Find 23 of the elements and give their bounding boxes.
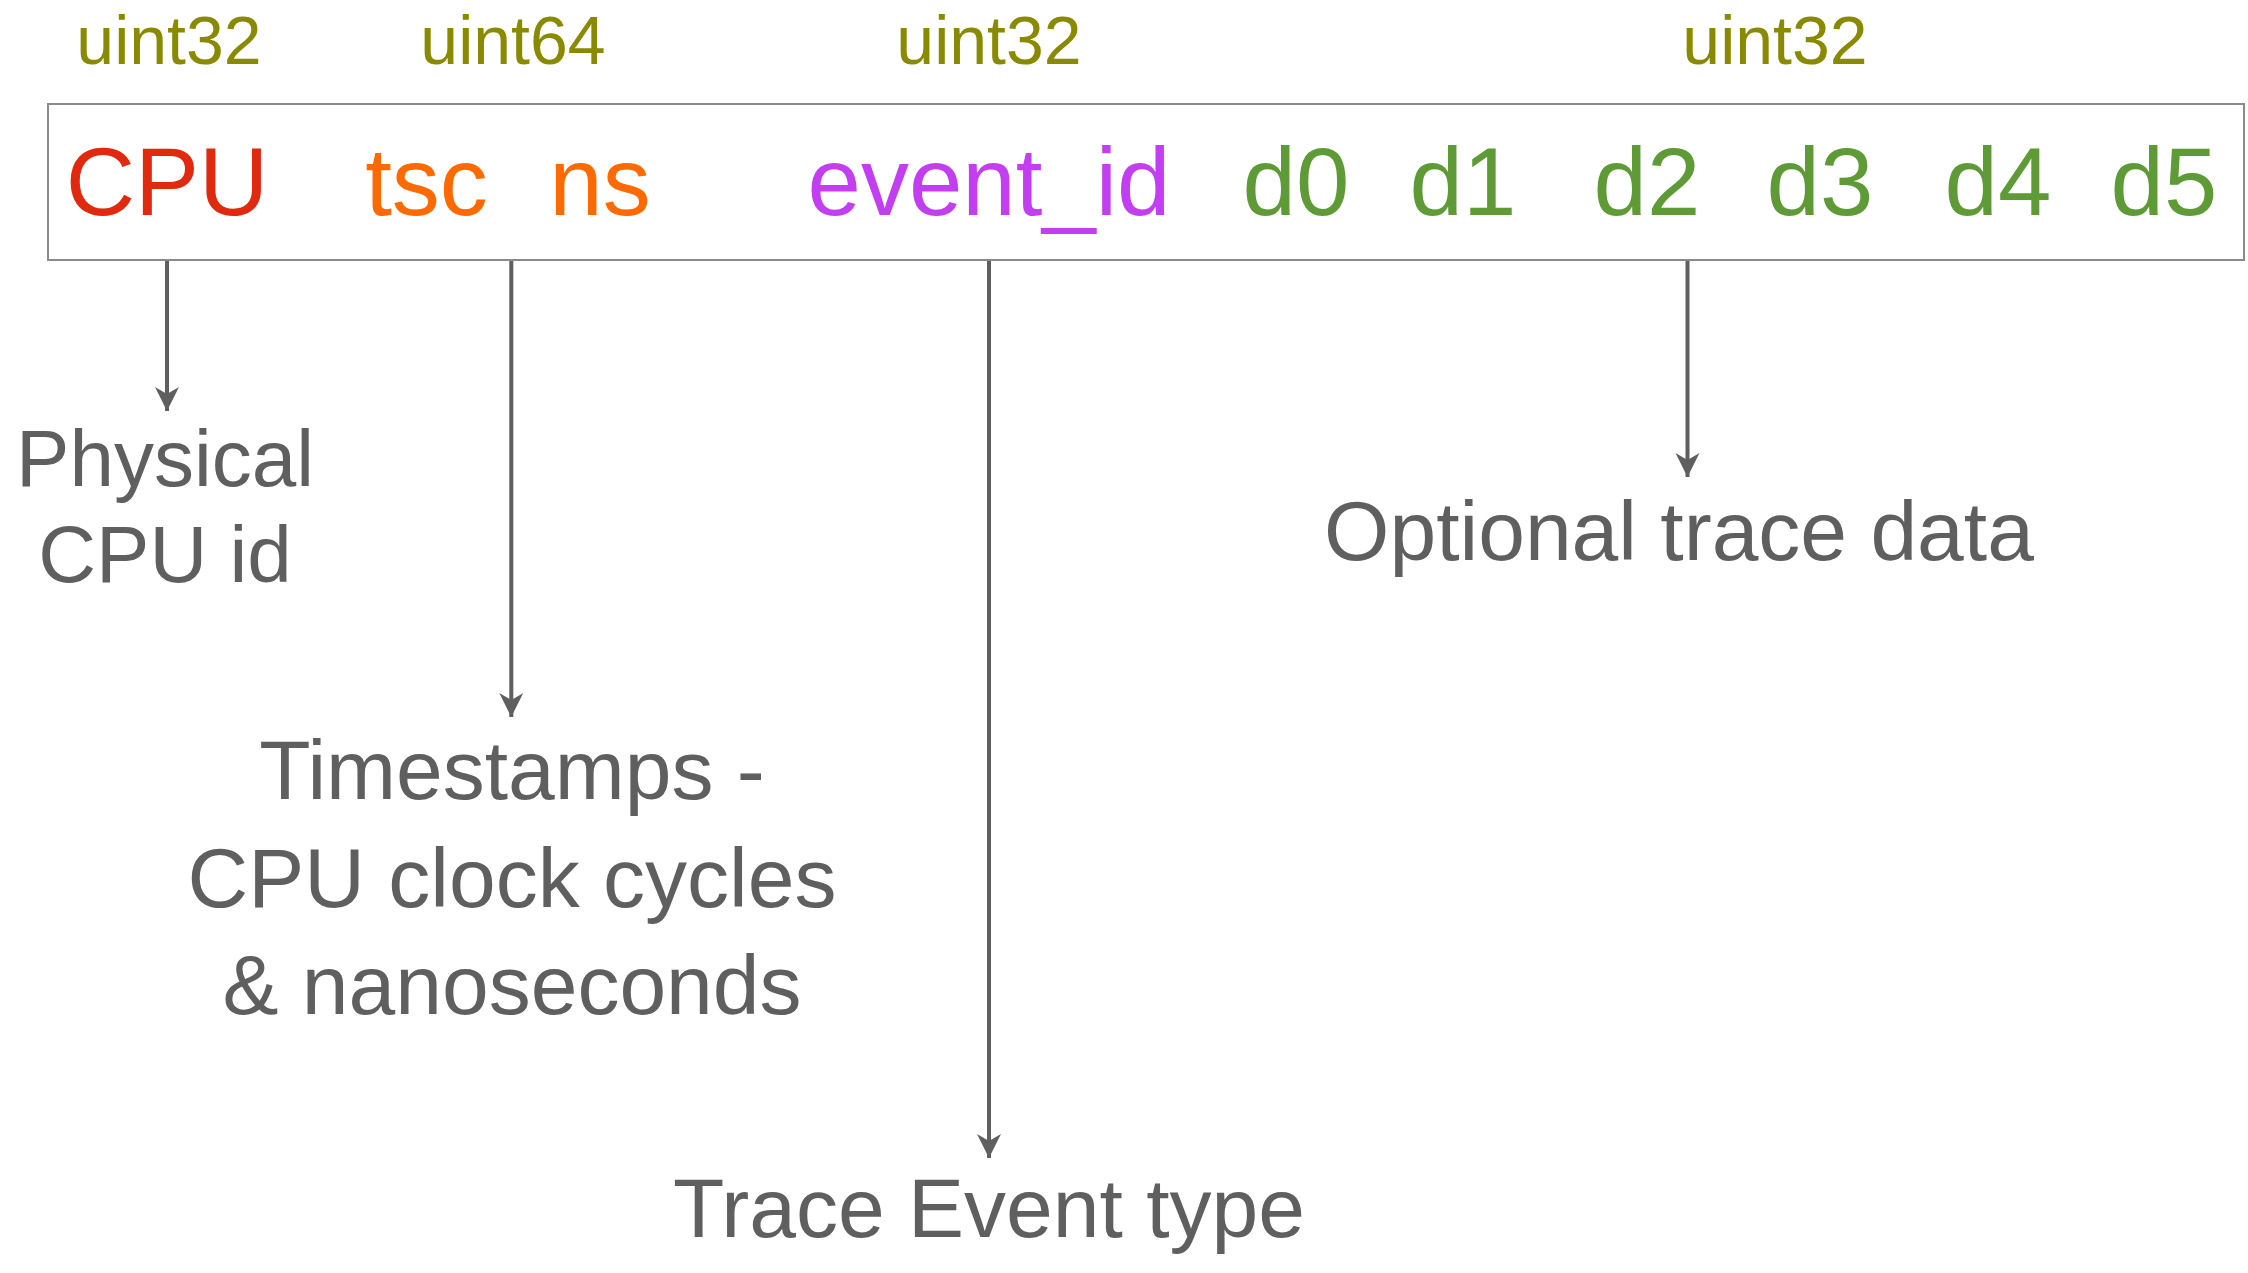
type-label: uint32 [895,1,1083,80]
record-box [47,103,2245,261]
description-text: Trace Event type [639,1158,1339,1259]
field-name: d4 [1923,105,2073,259]
description-text: Physical CPU id [10,411,320,603]
arrow [155,259,179,411]
field-name: CPU [57,105,277,259]
field-name: d1 [1388,105,1538,259]
field-name: d3 [1745,105,1895,259]
field-name: ns [513,105,687,259]
arrow [499,259,524,717]
field-name: tsc [340,105,513,259]
type-label: uint64 [419,1,607,80]
description-text: Timestamps - CPU clock cycles & nanoseconds [162,717,862,1040]
description-text: Optional trace data [1229,477,2129,587]
type-label: uint32 [75,1,263,80]
type-label: uint32 [1681,1,1869,80]
field-name: d5 [2089,105,2239,259]
field-name: d2 [1572,105,1722,259]
arrow [1675,259,1700,477]
field-name: d0 [1221,105,1371,259]
arrow [977,259,1001,1158]
field-name: event_id [779,105,1199,259]
